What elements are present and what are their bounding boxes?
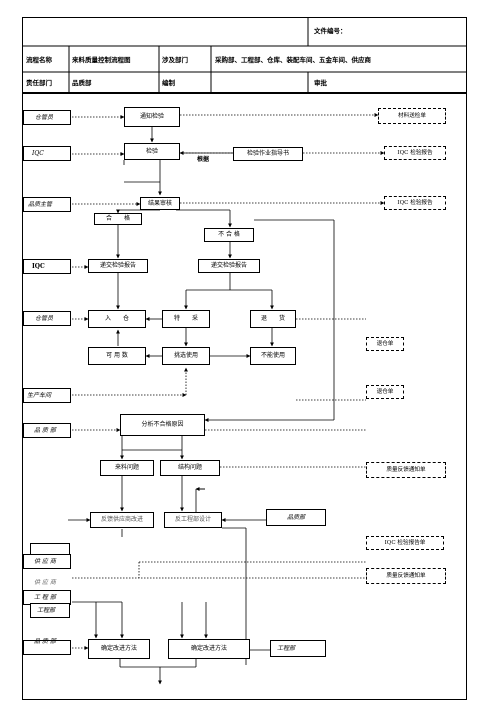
lane-box-eng-shadow [30,603,70,618]
reviewed-label: 审批 [314,79,327,87]
lane-eng-2: 工程部 [37,607,56,614]
owner-value: 品质部 [72,79,92,87]
lane-warehouse-2: 仓管员 [35,315,54,322]
step-analyze: 分析不合格原因 [120,414,205,436]
step-pass: 合 格 [94,213,142,225]
lane-qa-2: 品 质 部 [34,638,56,645]
process-name-value: 来料质量控制流程图 [72,56,131,64]
doc-quality-feedback-2: 质量反馈通知单 [366,568,446,584]
dept-label: 涉及部门 [162,56,188,64]
lane-box-production [23,388,71,403]
doc-iqc-report-3: IQC 检验报告单 [366,536,444,550]
step-inspect: 检验 [124,143,180,160]
step-stock-in: 入 仓 [88,310,146,328]
lane-box-supplier [23,554,71,569]
prepared-label: 编制 [162,79,175,87]
doc-receipt-order: 材料送检单 [378,108,446,124]
lane-box-supervisor [23,197,71,212]
header-table [22,17,467,93]
lane-warehouse: 仓管员 [35,114,54,121]
lane-supplier-shadow-text: 供 应 商 [34,579,56,586]
doc-return-form-2: 退仓单 [366,385,404,399]
doc-return-form: 退仓单 [366,337,404,351]
doc-iqc-report-2: IQC 检验报告 [384,196,446,210]
note-according: 根据 [197,156,210,163]
step-standard-doc: 检验作业指导书 [233,147,303,161]
step-sort-use: 挑选使用 [162,347,210,365]
step-submit-report-a: 递交检验报告 [88,259,148,273]
step-structure-issue: 结构问题 [160,460,220,476]
owner-label: 责任部门 [26,79,52,87]
step-material-issue: 来料问题 [100,460,154,476]
lane-box-qa-2 [23,640,71,655]
step-return-goods: 退 货 [250,310,296,328]
step-confirm-a: 确定改进方法 [88,639,150,659]
lane-supplier: 供 应 商 [34,558,56,565]
lane-eng: 工 程 部 [34,594,56,601]
step-submit-report-b: 递交检验报告 [198,259,260,273]
step-fail: 不 合 格 [204,228,254,242]
lane-iqc: IQC [32,150,44,157]
flowchart-frame [22,93,467,700]
process-name-label: 流程名称 [26,56,52,64]
doc-iqc-report-1: IQC 检验报告 [384,146,446,160]
lane-production: 生产车间 [27,392,52,399]
step-feedback-eng: 反工程部设计 [164,512,222,528]
doc-number-label: 文件编号： [314,27,347,35]
lane-qa: 品 质 部 [34,427,56,434]
step-qa-box: 品质部 [266,509,326,526]
step-unusable: 不能使用 [250,347,296,365]
doc-quality-feedback-1: 质量反馈通知单 [366,462,446,478]
lane-box-warehouse-2 [23,311,71,326]
step-eng-box: 工程部 [270,640,326,657]
step-confirm-b: 确定改进方法 [168,639,250,659]
lane-box-iqc [23,146,71,161]
lane-box-warehouse [23,110,71,125]
step-result-review: 结果审核 [140,197,180,210]
step-feedback-supplier: 反馈供应商改进 [90,512,154,528]
lane-box-iqc-2 [23,259,71,274]
lane-iqc-2: IQC [32,263,45,270]
lane-quality-supervisor: 品质主管 [28,201,53,208]
step-notify-inspect: 通知检验 [124,107,180,127]
lane-box-qa [23,423,71,438]
step-special-accept: 特 采 [162,310,210,328]
step-usable: 可 用 数 [88,347,146,365]
dept-value: 采购部、工程部、仓库、装配车间、五金车间、供应商 [215,56,371,64]
